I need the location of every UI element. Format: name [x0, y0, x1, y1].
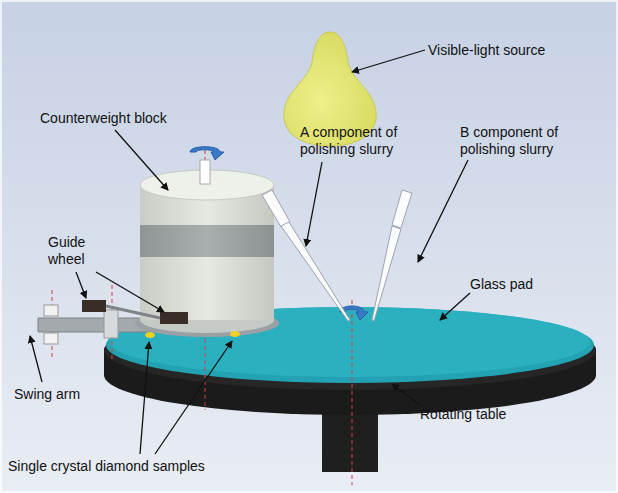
diamond-samples-label: Single crystal diamond samples: [8, 458, 205, 475]
guide-wheel-label: Guide wheel: [48, 234, 104, 268]
rotating-table-label: Rotating table: [420, 406, 506, 423]
swing-arm-label: Swing arm: [14, 386, 80, 403]
light-source-label: Visible-light source: [428, 42, 545, 59]
counterweight-label: Counterweight block: [40, 110, 167, 127]
slurry-b-label: B component of polishing slurry: [460, 124, 592, 158]
slurry-a-label: A component of polishing slurry: [300, 124, 432, 158]
glass-pad-label: Glass pad: [470, 276, 533, 293]
